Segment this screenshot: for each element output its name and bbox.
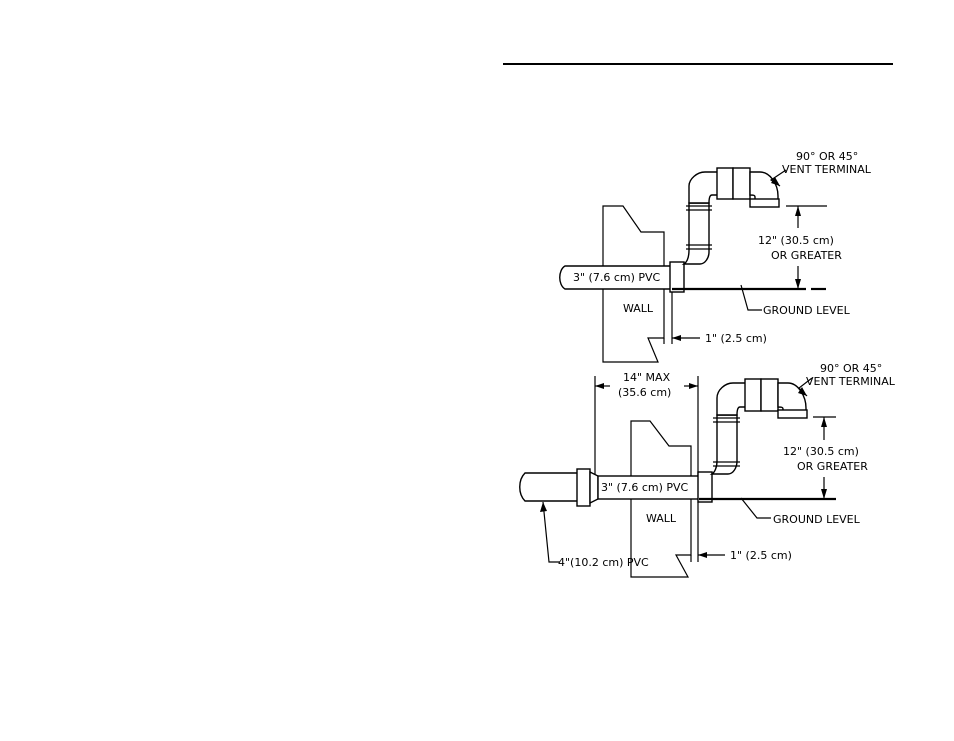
bottom-max-label: 14" MAX	[623, 371, 671, 384]
top-elbow	[689, 172, 718, 203]
bottom-large-pipe-label: 4"(10.2 cm) PVC	[558, 556, 649, 569]
bottom-vent-terminal-label-2: VENT TERMINAL	[806, 375, 896, 388]
top-vent-terminal-label: 90° OR 45°	[796, 150, 858, 163]
bottom-pipe-label: 3" (7.6 cm) PVC	[601, 481, 689, 494]
bottom-large-pipe	[520, 473, 578, 501]
top-wall-label: WALL	[623, 302, 654, 315]
bottom-max-label-2: (35.6 cm)	[618, 386, 671, 399]
top-vertical-pipe	[684, 203, 709, 264]
top-pipe-coupling	[670, 262, 684, 292]
bottom-vertical-pipe	[712, 415, 737, 474]
bottom-ground-label: GROUND LEVEL	[773, 513, 861, 526]
bottom-height-label-2: OR GREATER	[797, 460, 868, 473]
bottom-height-label: 12" (30.5 cm)	[783, 445, 859, 458]
bottom-vent-terminal-label: 90° OR 45°	[820, 362, 882, 375]
bottom-pipe-coupling	[698, 472, 712, 502]
top-diagram: 90° OR 45° VENT TERMINAL 12" (30.5 cm) O…	[560, 150, 872, 362]
bottom-offset-label: 1" (2.5 cm)	[730, 549, 792, 562]
top-vent-terminal-label-2: VENT TERMINAL	[782, 163, 872, 176]
bottom-wall-label: WALL	[646, 512, 677, 525]
top-offset-label: 1" (2.5 cm)	[705, 332, 767, 345]
bottom-diagram: 90° OR 45° VENT TERMINAL 14" MAX (35.6 c…	[520, 362, 896, 577]
bottom-elbow	[717, 383, 746, 415]
top-height-label: 12" (30.5 cm)	[758, 234, 834, 247]
top-ground-label: GROUND LEVEL	[763, 304, 851, 317]
top-pipe-label: 3" (7.6 cm) PVC	[573, 271, 661, 284]
top-height-label-2: OR GREATER	[771, 249, 842, 262]
